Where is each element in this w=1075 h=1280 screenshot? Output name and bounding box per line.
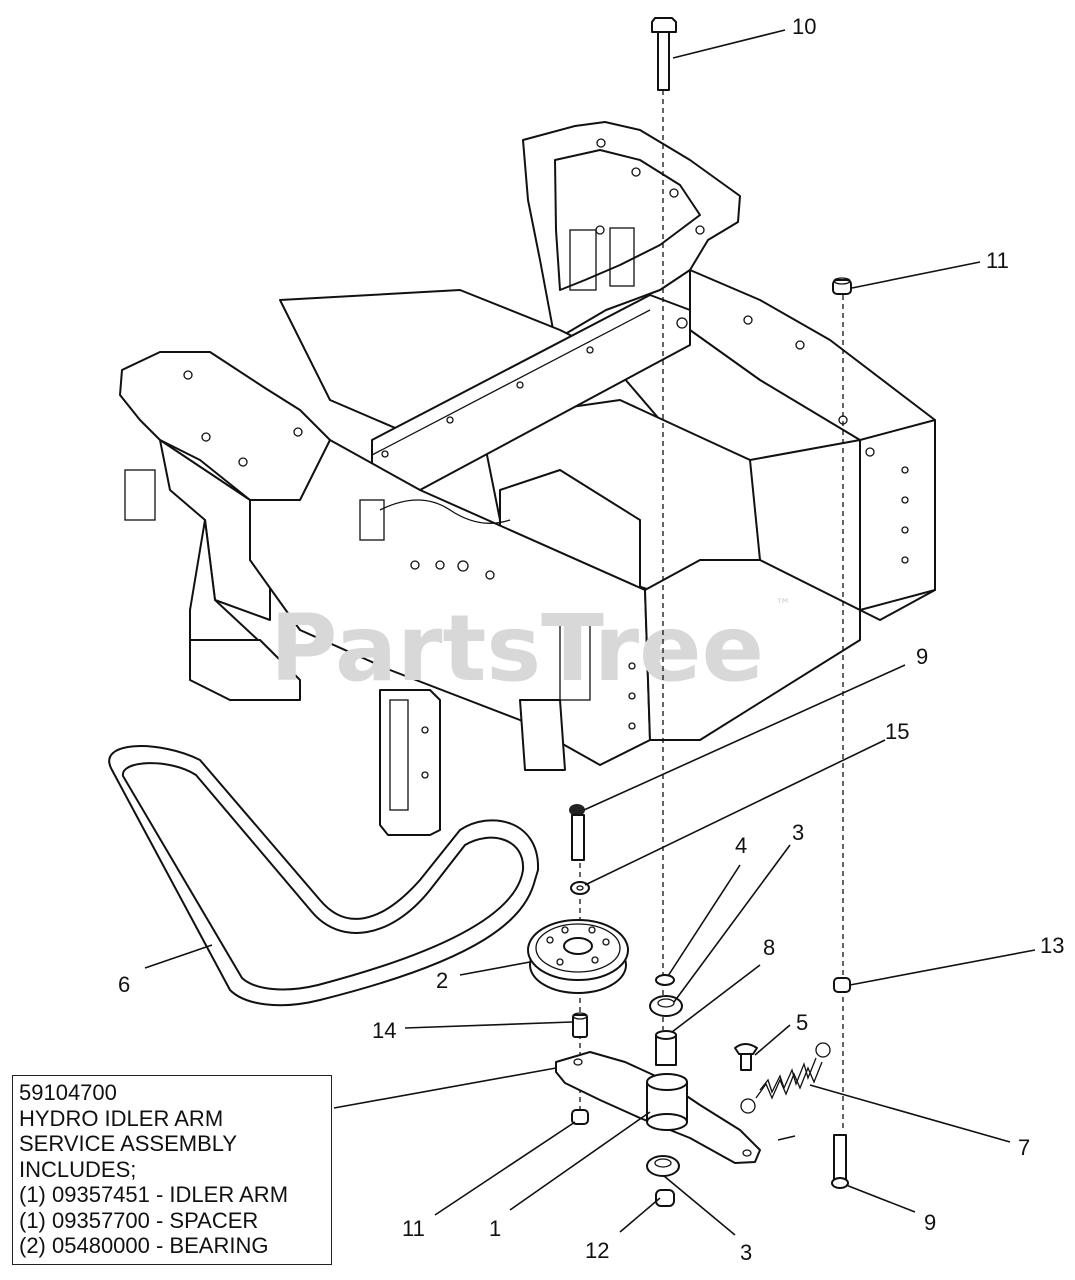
info-line-title-1: HYDRO IDLER ARM	[19, 1105, 224, 1131]
part-5-bolt	[734, 1043, 758, 1071]
callout-9-top: 9	[916, 644, 928, 669]
info-line-part-number: 59104700	[19, 1080, 117, 1105]
info-line-includes: INCLUDES;	[19, 1156, 137, 1182]
watermark-tm: ™	[775, 595, 791, 614]
callout-6: 6	[118, 972, 130, 997]
part-7-spring	[740, 1042, 831, 1114]
callout-10: 10	[792, 14, 816, 39]
part-11-nut-top	[832, 277, 852, 295]
callout-14: 14	[372, 1018, 396, 1043]
info-line-idler-arm: (1) 09357451 - IDLER ARM	[19, 1182, 289, 1207]
callout-2: 2	[436, 968, 448, 993]
callout-numbers: 10 11 9 15 4 3 8 13 6 2 5 14 7 11 1 12 3…	[118, 14, 1064, 1265]
callout-1: 1	[489, 1216, 501, 1241]
callout-11-top: 11	[986, 248, 1009, 273]
info-line-title-2: SERVICE ASSEMBLY	[19, 1131, 238, 1156]
assembly-info-box: 59104700 HYDRO IDLER ARM SERVICE ASSEMBL…	[12, 1075, 332, 1265]
part-10-bolt	[651, 17, 677, 91]
callout-3-top: 3	[792, 820, 804, 845]
callout-12: 12	[585, 1238, 609, 1263]
watermark-text: PartsTree	[270, 595, 764, 702]
part-11-nut-bottom	[571, 1109, 589, 1125]
part-6-belt	[108, 745, 540, 1007]
part-1-idler-arm	[555, 1051, 761, 1164]
watermark: PartsTree ™	[270, 595, 791, 702]
part-4-washer	[655, 974, 675, 986]
part-12-nut	[655, 1189, 675, 1207]
callout-3-bottom: 3	[740, 1240, 752, 1265]
part-15-washer	[570, 881, 590, 895]
callout-4: 4	[735, 833, 747, 858]
callout-8: 8	[763, 935, 775, 960]
callout-15: 15	[885, 719, 909, 744]
callout-13: 13	[1040, 933, 1064, 958]
callout-9-bottom: 9	[924, 1210, 936, 1235]
info-line-bearing: (2) 05480000 - BEARING	[19, 1233, 269, 1258]
part-9-pin-top	[569, 804, 585, 861]
part-13-nut	[833, 977, 851, 993]
callout-5: 5	[796, 1010, 808, 1035]
part-14-spacer	[572, 1012, 588, 1038]
info-line-spacer: (1) 09357700 - SPACER	[19, 1207, 259, 1233]
part-2-pulley	[527, 919, 629, 994]
part-8-spacer	[655, 1030, 677, 1066]
callout-11-bottom: 11	[402, 1216, 425, 1241]
leader-lines	[144, 29, 1036, 1236]
mower-frame	[119, 121, 936, 836]
part-3-bearing-bottom	[646, 1155, 680, 1177]
callout-7: 7	[1018, 1135, 1030, 1160]
part-9-pin-bottom	[831, 1134, 849, 1189]
